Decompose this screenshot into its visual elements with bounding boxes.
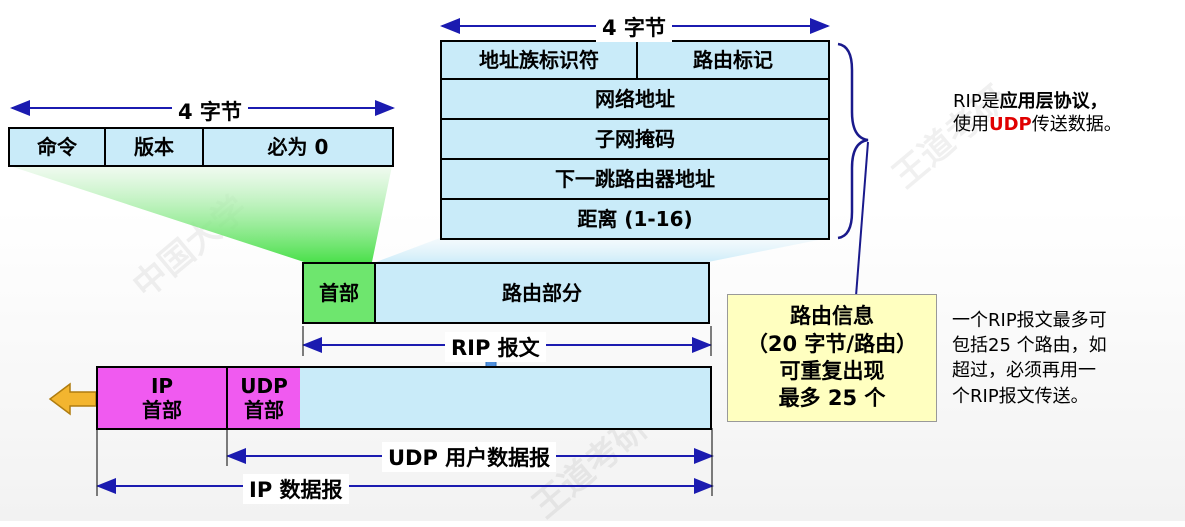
route-tag-field: 路由标记 xyxy=(636,40,830,80)
protocol-note: RIP是应用层协议， 使用UDP传送数据。 xyxy=(953,91,1122,136)
metric-field: 距离 (1-16) xyxy=(440,198,830,240)
next-hop-field: 下一跳路由器地址 xyxy=(440,158,830,200)
routing-brace xyxy=(837,42,869,240)
brace-pointer-line xyxy=(855,141,869,297)
left-arrow xyxy=(48,382,97,416)
subnet-mask-field: 子网掩码 xyxy=(440,118,830,160)
version-field: 版本 xyxy=(104,127,204,167)
rip-routing-part: 路由部分 xyxy=(374,262,710,324)
header-funnel xyxy=(10,166,392,262)
entry-width-label: 4 字节 xyxy=(596,12,672,42)
header-width-label: 4 字节 xyxy=(172,96,248,126)
command-field: 命令 xyxy=(8,127,106,167)
must-be-zero-field: 必为 0 xyxy=(202,127,394,167)
udp-data-block xyxy=(300,366,712,430)
udp-datagram-label: UDP 用户数据报 xyxy=(382,442,557,472)
udp-header-block: UDP 首部 xyxy=(226,366,302,430)
ip-header-block: IP 首部 xyxy=(96,366,228,430)
routing-funnel xyxy=(376,238,828,262)
network-address-field: 网络地址 xyxy=(440,78,830,120)
routing-info-callout: 路由信息 （20 字节/路由） 可重复出现 最多 25 个 xyxy=(727,294,937,422)
rip-header-block: 首部 xyxy=(302,262,376,324)
address-family-field: 地址族标识符 xyxy=(440,40,638,80)
rip-message-label: RIP 报文 xyxy=(445,332,546,362)
ip-datagram-label: IP 数据报 xyxy=(243,474,349,504)
route-limit-note: 一个RIP报文最多可 包括25 个路由，如 超过，必须再用一 个RIP报文传送。 xyxy=(952,310,1107,407)
